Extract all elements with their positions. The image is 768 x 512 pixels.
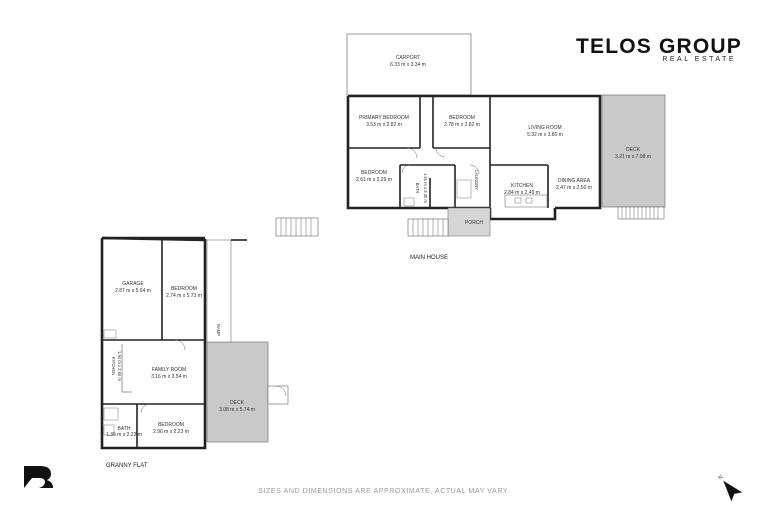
main-deck-dims: 3.21 m x 7.08 m xyxy=(615,154,651,160)
bedroom-3-dims: 2.61 m x 3.29 m xyxy=(356,177,392,183)
granny-bath-label: BATH xyxy=(118,426,131,432)
dining-area-label: DINING AREA xyxy=(558,178,591,184)
ramp-area xyxy=(206,239,232,343)
brand-logo-icon xyxy=(24,466,53,488)
main-house-label: MAIN HOUSE xyxy=(410,255,449,261)
granny-flat-label: GRANNY FLAT xyxy=(106,463,148,469)
granny-deck-area xyxy=(206,341,269,443)
main-bath-label: BATH xyxy=(415,183,420,194)
deck-steps xyxy=(617,206,665,220)
porch-steps xyxy=(407,218,449,237)
brand-tagline: REAL ESTATE xyxy=(662,56,736,63)
laundry-label: LAUNDRY xyxy=(474,170,479,190)
kitchen-label: KITCHEN xyxy=(511,183,533,189)
garage-label: GARAGE xyxy=(122,281,144,287)
granny-bedroom-b-dims: 2.96 m x 2.23 m xyxy=(153,429,189,435)
granny-deck-label: DECK xyxy=(230,400,245,406)
granny-ext-wall xyxy=(100,236,207,450)
bedroom-2-label: BEDROOM xyxy=(449,115,475,121)
granny-kitchen-label: KITCHEN xyxy=(111,357,116,375)
granny-bedroom-a-label: BEDROOM xyxy=(171,286,197,292)
kitchen-dims: 2.84 m x 2.49 m xyxy=(504,190,540,196)
brand-name: TELOS GROUP xyxy=(575,35,742,58)
living-room-label: LIVING ROOM xyxy=(528,125,561,131)
bedroom-2-dims: 2.78 m x 2.82 m xyxy=(444,122,480,128)
granny-bedroom-b-label: BEDROOM xyxy=(158,422,184,428)
main-ext-wall-north-east xyxy=(348,94,602,210)
kitchen-bay-wall xyxy=(488,208,557,221)
granny-bath-dims: 1.36 m x 2.23 m xyxy=(106,432,142,438)
granny-flat-plan: GARAGE 2.87 m x 5.64 m BEDROOM 2.74 m x … xyxy=(100,236,289,450)
porch-label: PORCH xyxy=(465,220,483,226)
main-house-plan: CARPORT 6.33 m x 3.34 m PRIMARY BEDROOM … xyxy=(275,33,666,237)
garage-dims: 2.87 m x 5.64 m xyxy=(115,288,151,294)
main-bath-dims: 1.51 m x 2.30 m xyxy=(423,173,428,204)
svg-text:N: N xyxy=(717,474,724,481)
porch-area xyxy=(447,207,491,237)
living-room-dims: 5.32 m x 3.80 m xyxy=(527,132,563,138)
main-deck-label: DECK xyxy=(626,147,641,153)
granny-kitchen-dims: 1.94 m x 2.66 m xyxy=(117,351,122,382)
main-ext-wall-west xyxy=(346,96,400,210)
granny-bedroom-a-dims: 2.74 m x 5.73 m xyxy=(166,293,202,299)
primary-bedroom-label: PRIMARY BEDROOM xyxy=(359,115,409,121)
primary-bedroom-dims: 3.53 m x 2.82 m xyxy=(366,122,402,128)
ramp-label: RAMP xyxy=(216,324,221,336)
carport-label: CARPORT xyxy=(396,55,420,61)
detached-steps xyxy=(275,217,319,237)
footer-disclaimer: SIZES AND DIMENSIONS ARE APPROXIMATE, AC… xyxy=(258,488,510,495)
main-deck-area xyxy=(601,94,666,208)
family-room-dims: 3.16 m x 3.54 m xyxy=(151,374,187,380)
bedroom-3-label: BEDROOM xyxy=(361,170,387,176)
granny-deck-dims: 3.08 m x 5.74 m xyxy=(219,407,255,413)
dining-area-dims: 2.47 m x 2.50 m xyxy=(556,185,592,191)
north-arrow-icon: N xyxy=(717,474,743,502)
family-room-label: FAMILY ROOM xyxy=(152,367,186,373)
carport-dims: 6.33 m x 3.34 m xyxy=(390,62,426,68)
